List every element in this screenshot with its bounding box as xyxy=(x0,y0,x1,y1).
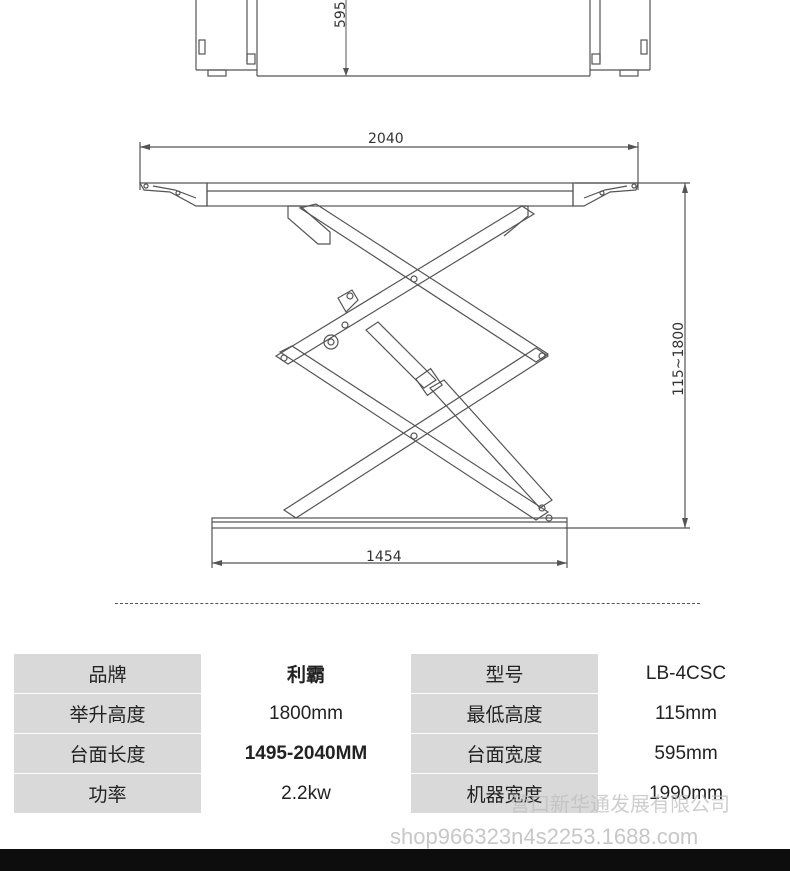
table-row: 功率 2.2kw 机器宽度 1990mm xyxy=(14,774,774,814)
dim-line-height xyxy=(565,182,690,529)
dim-text-115-1800: 115~1800 xyxy=(671,322,687,396)
bottom-bar xyxy=(0,849,790,871)
spec-table: 品牌 利霸 型号 LB-4CSC 举升高度 1800mm 最低高度 115mm … xyxy=(14,654,774,814)
spec-label: 型号 xyxy=(411,654,598,694)
table-row: 举升高度 1800mm 最低高度 115mm xyxy=(14,694,774,734)
spec-label: 最低高度 xyxy=(411,694,598,734)
spec-value: 595mm xyxy=(598,734,774,774)
watermark-shop-url: shop966323n4s2253.1688.com xyxy=(390,824,699,849)
base-frame xyxy=(211,517,568,529)
table-row: 品牌 利霸 型号 LB-4CSC xyxy=(14,654,774,694)
spec-value: 1800mm xyxy=(201,694,411,734)
spec-label: 品牌 xyxy=(14,654,201,694)
spec-value: 1495-2040MM xyxy=(201,734,411,774)
spec-value: 115mm xyxy=(598,694,774,734)
spec-label: 功率 xyxy=(14,774,201,814)
table-row: 台面长度 1495-2040MM 台面宽度 595mm xyxy=(14,734,774,774)
spec-label: 台面宽度 xyxy=(411,734,598,774)
spec-value: 1990mm xyxy=(598,774,774,814)
spec-label: 机器宽度 xyxy=(411,774,598,814)
platform xyxy=(138,182,639,207)
watermark-company: 营口新华通发展有限公司 xyxy=(510,792,730,816)
spec-value: LB-4CSC xyxy=(598,654,774,694)
top-view-partial xyxy=(195,0,651,77)
dim-line-1454 xyxy=(211,528,568,568)
scissor-lift-drawing: 595 2040 115~1800 1454 xyxy=(138,0,690,568)
dim-text-595: 595 xyxy=(333,1,349,28)
spec-value: 利霸 xyxy=(201,654,411,694)
scissor-arms xyxy=(274,203,553,522)
spec-label: 举升高度 xyxy=(14,694,201,734)
dim-line-2040 xyxy=(139,142,639,190)
dashed-separator xyxy=(115,603,700,604)
dim-text-2040: 2040 xyxy=(368,131,404,147)
dim-text-1454: 1454 xyxy=(366,549,402,565)
spec-label: 台面长度 xyxy=(14,734,201,774)
spec-value: 2.2kw xyxy=(201,774,411,814)
